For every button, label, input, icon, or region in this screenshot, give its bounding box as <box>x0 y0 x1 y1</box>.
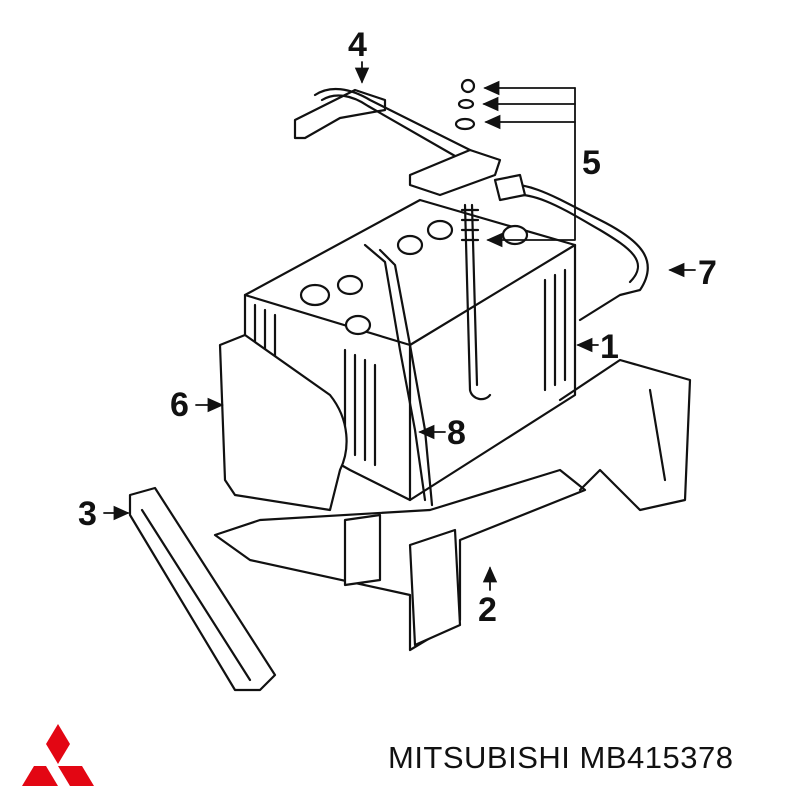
callout-4: 4 <box>348 26 367 64</box>
support-bracket <box>128 486 277 692</box>
callout-3: 3 <box>78 495 97 533</box>
hold-down-clamp <box>293 87 502 197</box>
battery-cable <box>493 173 649 322</box>
callout-7: 7 <box>698 254 717 292</box>
hold-down-rod <box>363 243 434 507</box>
battery-tray <box>213 358 692 652</box>
leader-lines <box>103 61 696 591</box>
callout-2: 2 <box>478 591 497 629</box>
mitsubishi-three-diamonds-icon <box>22 724 94 786</box>
bolt-assembly <box>454 78 492 401</box>
callout-6: 6 <box>170 386 189 424</box>
brand-part-number: MITSUBISHI MB415378 <box>388 740 734 775</box>
callout-5: 5 <box>582 144 601 182</box>
callout-8: 8 <box>447 414 466 452</box>
battery-cover <box>218 333 348 512</box>
callout-1: 1 <box>600 328 619 366</box>
